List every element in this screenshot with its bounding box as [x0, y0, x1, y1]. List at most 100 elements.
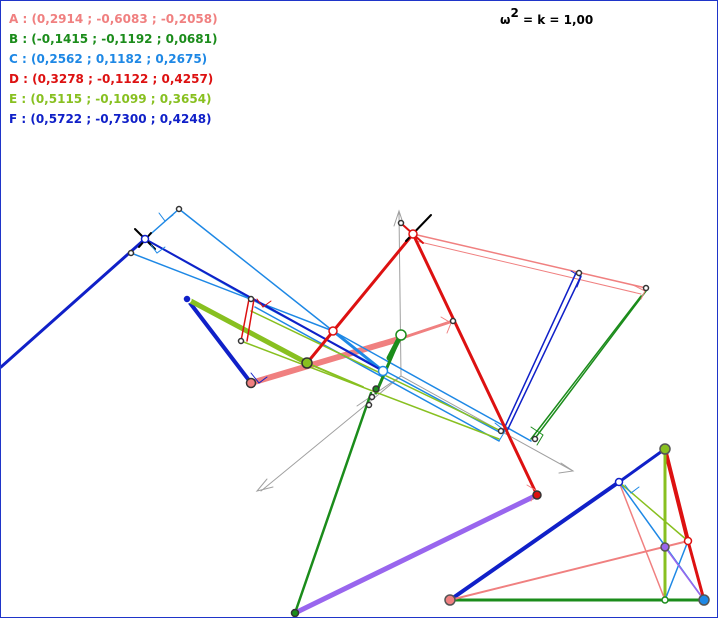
- tri-pink-2: [618, 481, 666, 601]
- c-line-1: [178, 208, 334, 332]
- node-s-5: [575, 269, 583, 277]
- e-l2: [240, 340, 500, 440]
- nodes: [127, 205, 710, 617]
- omega-readout: ω2 = k = 1,00: [500, 6, 594, 27]
- node-c: [377, 365, 389, 377]
- node-d-low: [532, 490, 542, 500]
- node-b-mid: [395, 329, 407, 341]
- node-b-low: [290, 608, 300, 617]
- green-lines: [293, 290, 647, 615]
- coord-E: E : (0,5115 ; -0,1099 ; 0,3654): [9, 92, 212, 106]
- node-s-2: [127, 249, 135, 257]
- axis-x-arrow: [255, 478, 274, 492]
- tri-hyp: [448, 480, 621, 602]
- b-long: [293, 391, 373, 615]
- node-f: [182, 294, 192, 304]
- right-angle-markers: [150, 212, 646, 502]
- ra-4: [250, 372, 268, 384]
- b-right-1: [535, 290, 647, 438]
- node-o-3: [365, 401, 373, 409]
- node-s-10: [397, 219, 405, 227]
- ra-1: [158, 212, 174, 222]
- coord-D: D : (0,3278 ; -0,1122 ; 0,4257): [9, 72, 214, 86]
- ra-8: [494, 422, 506, 442]
- tri-blue-2: [664, 540, 689, 601]
- coord-F: F : (0,5722 ; -0,7300 ; 0,4248): [9, 112, 212, 126]
- axis-y-arrow: [558, 462, 575, 474]
- node-s-7: [237, 337, 245, 345]
- d-up: [305, 232, 415, 365]
- omega-value: = k = 1,00: [518, 13, 594, 27]
- node-s-1: [175, 205, 183, 213]
- node-tri-c: [698, 594, 710, 606]
- pink-lines: [248, 233, 647, 386]
- tri-right: [663, 447, 690, 543]
- node-d-top: [408, 229, 418, 239]
- axis-z: [398, 212, 402, 377]
- pink-top: [412, 233, 647, 289]
- axis-x: [260, 375, 402, 492]
- node-s-9: [531, 435, 539, 443]
- coord-B: B : (-0,1415 ; -0,1192 ; 0,0681): [9, 32, 218, 46]
- node-f-top: [140, 234, 150, 244]
- coordinates-list: A : (0,2914 ; -0,6083 ; -0,2058) B : (-0…: [9, 9, 218, 129]
- node-s-4: [642, 284, 650, 292]
- purple-line: [292, 492, 540, 616]
- node-s-3: [449, 317, 457, 325]
- f-mid-1: [144, 238, 384, 372]
- node-e: [301, 357, 313, 369]
- triangle-figure: [448, 447, 706, 602]
- c-line-5: [332, 330, 507, 428]
- coord-C: C : (0,2562 ; 0,1182 ; 0,2675): [9, 52, 208, 66]
- node-o-1: [372, 385, 380, 393]
- node-tri-a: [444, 594, 456, 606]
- e-thick: [184, 296, 310, 366]
- tri-pink: [449, 540, 689, 601]
- c-line-9: [331, 329, 385, 373]
- f-long: [1, 237, 147, 369]
- c-line-7: [505, 426, 532, 442]
- b-right-2: [530, 295, 642, 440]
- node-tri-g: [661, 596, 669, 604]
- f-right-1: [502, 272, 577, 432]
- node-tri-p: [660, 542, 670, 552]
- omega-symbol: ω: [500, 13, 511, 27]
- d-small-2: [246, 298, 255, 342]
- d-down: [411, 232, 539, 497]
- lime-lines: [184, 296, 502, 440]
- node-tri-d: [683, 536, 693, 546]
- e-l3: [306, 362, 364, 388]
- node-tri-b: [659, 443, 671, 455]
- ra-2: [150, 244, 166, 254]
- black-marks: [134, 214, 432, 250]
- red-lines: [240, 224, 539, 497]
- omega-exponent: 2: [510, 6, 519, 20]
- node-tri-f: [614, 477, 624, 487]
- tri-purple: [664, 546, 705, 601]
- ra-7: [530, 426, 544, 446]
- node-s-8: [497, 427, 505, 435]
- node-a: [245, 377, 257, 389]
- d-small-1: [240, 298, 250, 342]
- tri-top: [617, 447, 667, 484]
- c-line-6: [130, 252, 334, 332]
- c-line-4: [254, 306, 500, 442]
- f-right-2: [506, 275, 582, 432]
- axes: [255, 209, 575, 492]
- node-o-2: [368, 393, 376, 401]
- node-s-6: [247, 295, 255, 303]
- blue-c-lines: [130, 208, 532, 442]
- blue-f-lines: [1, 237, 582, 432]
- f-thick: [185, 297, 253, 385]
- ra-3: [256, 298, 272, 308]
- tri-ra: [624, 484, 640, 494]
- pink-thick-1: [248, 336, 402, 386]
- pink-top-2: [415, 240, 642, 295]
- pink-thick-2: [397, 319, 455, 341]
- e-l1: [250, 310, 502, 432]
- ra-5: [570, 270, 582, 288]
- coord-A: A : (0,2914 ; -0,6083 ; -0,2058): [9, 12, 218, 26]
- node-c-mid: [328, 326, 338, 336]
- tri-right-2: [686, 539, 706, 602]
